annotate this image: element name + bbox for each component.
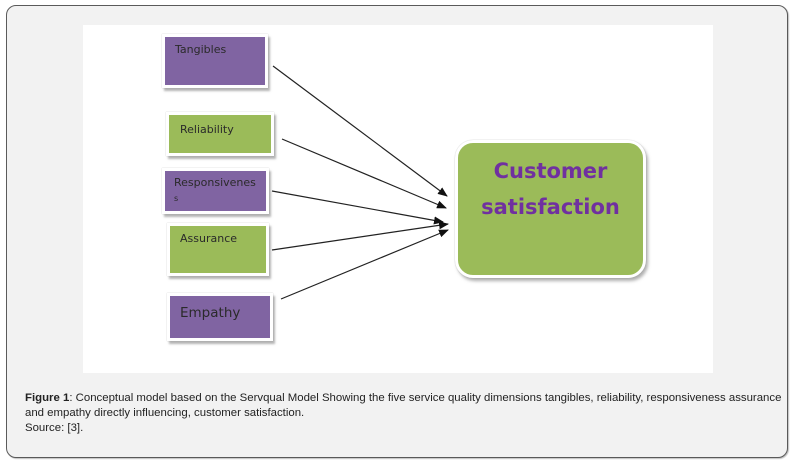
- customer-satisfaction-line1: Customer: [493, 159, 608, 183]
- node-empathy-label: Empathy: [180, 305, 241, 321]
- node-responsiveness: Responsivenes s: [162, 168, 269, 214]
- node-assurance: Assurance: [167, 223, 269, 276]
- arrow-empathy: [280, 229, 449, 300]
- caption-label: Figure 1: [25, 392, 70, 404]
- caption-source: Source: [3].: [25, 422, 84, 434]
- node-tangibles-label: Tangibles: [175, 43, 227, 56]
- node-tangibles: Tangibles: [162, 34, 268, 88]
- arrow-assurance: [271, 221, 449, 251]
- node-reliability: Reliability: [166, 112, 274, 156]
- node-responsiveness-label-line2: s: [174, 194, 179, 203]
- node-responsiveness-label-line1: Responsivenes: [174, 176, 256, 189]
- arrow-reliability: [281, 138, 447, 209]
- caption-text: : Conceptual model based on the Servqual…: [25, 392, 782, 419]
- node-assurance-label: Assurance: [180, 232, 238, 245]
- node-empathy: Empathy: [167, 293, 273, 341]
- arrow-responsiveness: [271, 190, 444, 225]
- arrow-tangibles: [272, 65, 448, 197]
- figure-caption: Figure 1: Conceptual model based on the …: [25, 391, 785, 436]
- node-customer-satisfaction: Customer satisfaction: [455, 140, 646, 278]
- node-reliability-label: Reliability: [180, 123, 234, 136]
- customer-satisfaction-line2: satisfaction: [481, 195, 620, 219]
